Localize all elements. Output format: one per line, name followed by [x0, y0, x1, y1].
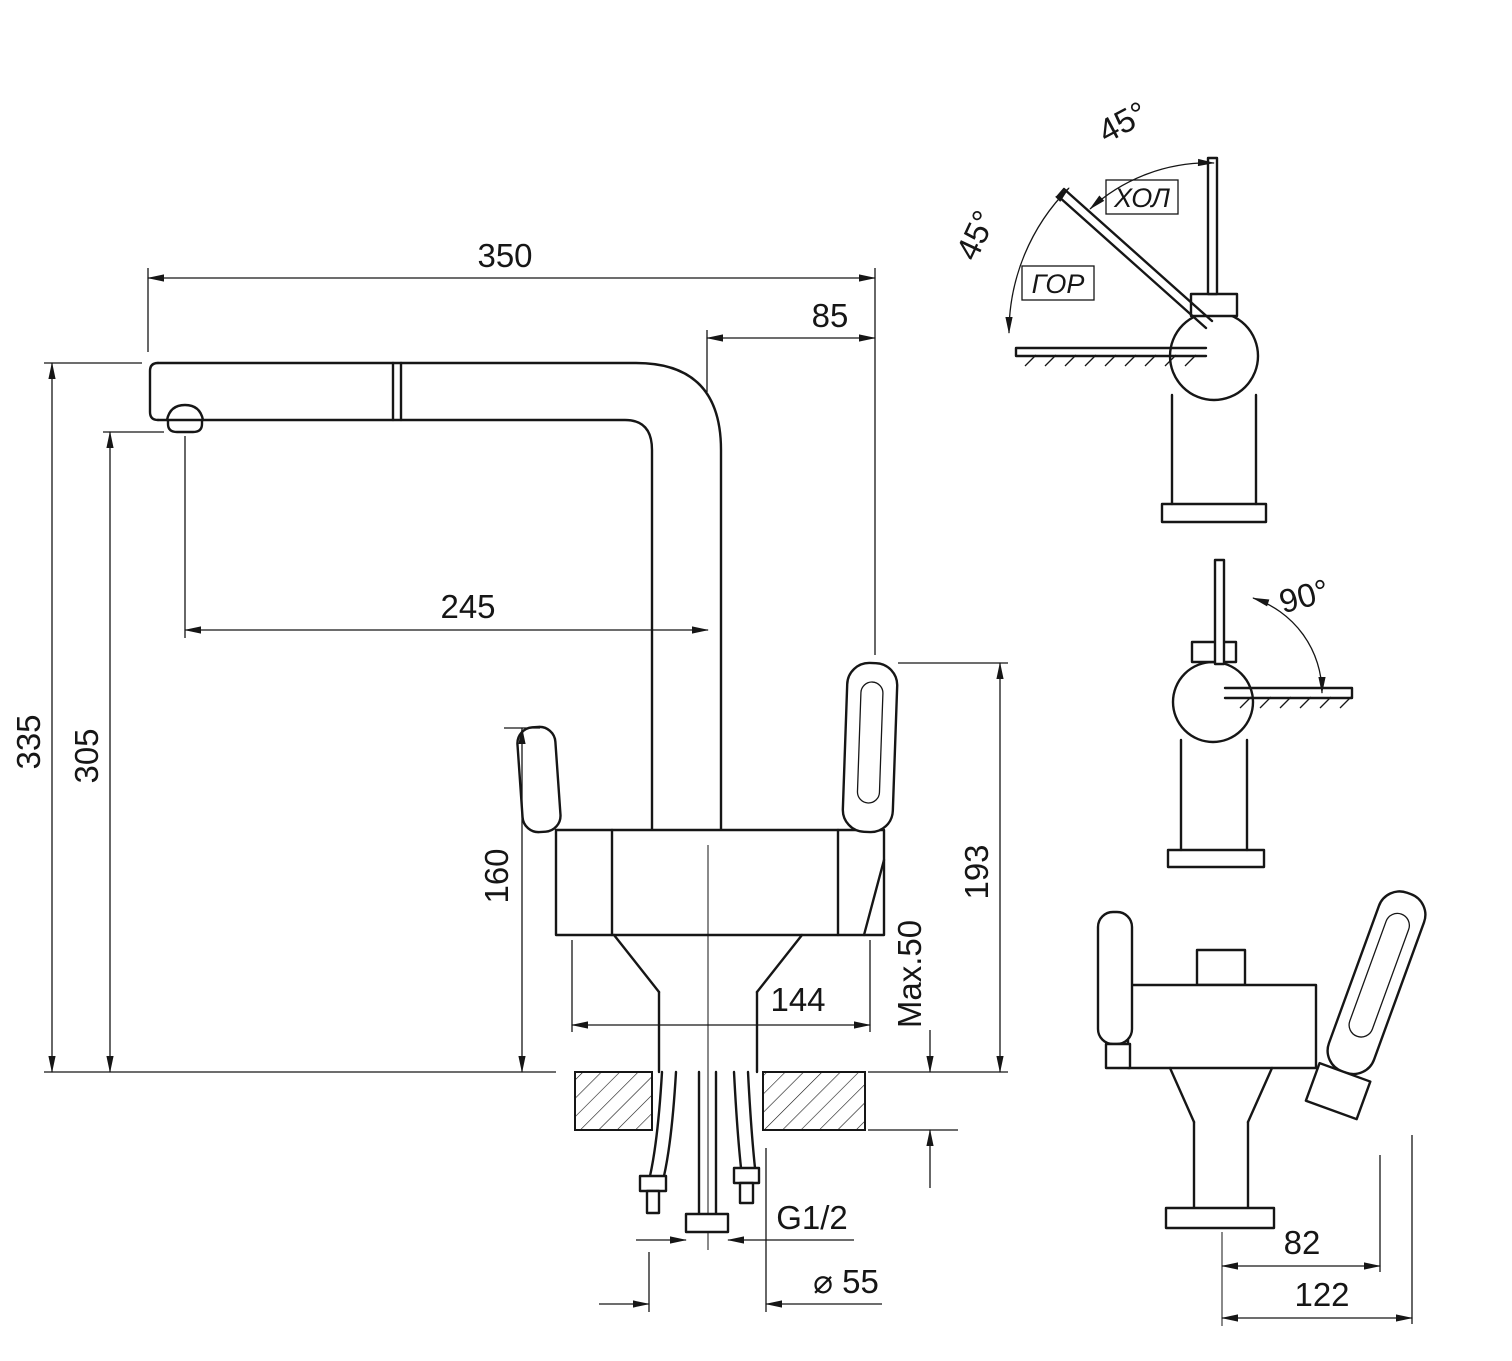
front-body-band	[1126, 983, 1318, 1070]
lever-90-hatch	[1239, 696, 1352, 709]
lever-up-position	[1213, 558, 1226, 666]
front-body-cone	[1168, 1066, 1274, 1124]
dim-handle-offset-82: 82	[1221, 1155, 1381, 1272]
dim-350-label: 350	[477, 237, 532, 274]
right-hose-stub	[738, 1181, 755, 1205]
hot-label-box	[1021, 265, 1095, 301]
dim-dia55-label: ⌀ 55	[813, 1263, 879, 1300]
dim-max50-label: Max.50	[891, 920, 928, 1028]
dim-total-height-335: 335	[10, 362, 556, 1073]
arc-90	[1252, 597, 1326, 694]
dim-handle-offset-85: 85	[706, 297, 876, 392]
left-handle-lever	[516, 725, 562, 834]
arc-45-upper	[1089, 158, 1215, 210]
dim-335-label: 335	[10, 714, 47, 769]
angle-view-flange	[1160, 502, 1268, 524]
right-hose-fitting	[732, 1166, 761, 1185]
main-view-dimensions: 350 85 245 335 305	[10, 237, 1008, 1312]
dim-spout-height-305: 305	[68, 431, 164, 1073]
spout-top-edge	[156, 361, 723, 832]
right-handle-lever	[841, 661, 899, 834]
dim-160-label: 160	[478, 848, 515, 903]
cold-label-box	[1105, 179, 1179, 215]
left-hose	[648, 1070, 678, 1178]
dim-handle-reach-122: 122	[1221, 1135, 1413, 1324]
supply-connections	[638, 1070, 761, 1234]
dim-122-label: 122	[1294, 1276, 1349, 1313]
dim-82-label: 82	[1284, 1224, 1321, 1261]
dim-thread-g12: G1/2	[636, 1199, 854, 1244]
cold-label: ХОЛ	[1113, 183, 1170, 213]
hot-label: ГОР	[1032, 269, 1085, 299]
front-left-handle-base	[1104, 1042, 1132, 1070]
mounting-stud	[697, 1070, 718, 1216]
angle-view-handle-mount	[1189, 292, 1239, 318]
body-cone	[612, 933, 804, 994]
dim-base-diameter-55: ⌀ 55	[599, 1148, 882, 1312]
dim-body-width-144: 144	[571, 940, 871, 1032]
dim-85-label: 85	[812, 297, 849, 334]
dim-handle-height-160: 160	[478, 727, 540, 1073]
rotation-view-body	[1179, 738, 1249, 852]
right-handle-slot	[856, 681, 884, 804]
front-left-handle	[1096, 910, 1134, 1046]
front-base-flange	[1164, 1206, 1276, 1230]
dim-245-label: 245	[440, 588, 495, 625]
dim-spout-reach-245: 245	[184, 436, 709, 638]
spout-bottom-edge	[156, 418, 654, 832]
front-right-handle-mount	[1304, 1061, 1372, 1121]
dim-handle-top-height-193: 193	[868, 662, 1008, 1073]
front-spout-stub	[1195, 948, 1247, 987]
front-right-handle-slot	[1348, 912, 1411, 1038]
right-handle-body	[841, 661, 899, 834]
spout-end-cap	[148, 361, 160, 422]
lever-horizontal-hatch	[1024, 354, 1197, 367]
base-column	[657, 990, 759, 1074]
rotation-view-flange	[1166, 848, 1266, 869]
dim-g12-label: G1/2	[776, 1199, 848, 1236]
countertop-hatch-right	[762, 1071, 866, 1131]
front-view-dimensions: 82 122	[1221, 1135, 1413, 1326]
right-hose	[732, 1070, 757, 1170]
faucet-outline	[148, 361, 899, 1250]
lever-vertical-position	[1206, 156, 1219, 296]
front-view-faucet	[1096, 890, 1427, 1230]
aerator-tip	[166, 418, 204, 434]
main-view: 350 85 245 335 305	[10, 237, 1008, 1312]
body-band	[554, 828, 886, 937]
aerator-dome	[165, 403, 205, 422]
angle-view-body	[1170, 393, 1258, 506]
countertop-hatch-left	[574, 1071, 653, 1131]
front-view: 82 122	[1096, 890, 1427, 1326]
pullout-head-joint	[391, 361, 403, 422]
rotation-view-joint	[1171, 660, 1255, 744]
front-base-column	[1192, 1120, 1250, 1210]
left-hose-fitting	[638, 1174, 668, 1193]
mounting-nut	[684, 1212, 730, 1234]
body-band-dividers	[610, 828, 886, 937]
dim-144-label: 144	[770, 981, 825, 1018]
dim-305-label: 305	[68, 728, 105, 783]
handle-angle-view: 45° 45° ХОЛ ГОР	[948, 94, 1268, 524]
left-hose-stub	[645, 1189, 661, 1215]
dim-deck-max-50: Max.50	[868, 920, 958, 1188]
dim-total-depth-350: 350	[147, 237, 876, 655]
dim-193-label: 193	[958, 844, 995, 899]
rotation-view-faucet	[1166, 558, 1354, 869]
arc-45-lower	[1005, 187, 1070, 334]
front-right-handle-tilted	[1304, 890, 1427, 1121]
